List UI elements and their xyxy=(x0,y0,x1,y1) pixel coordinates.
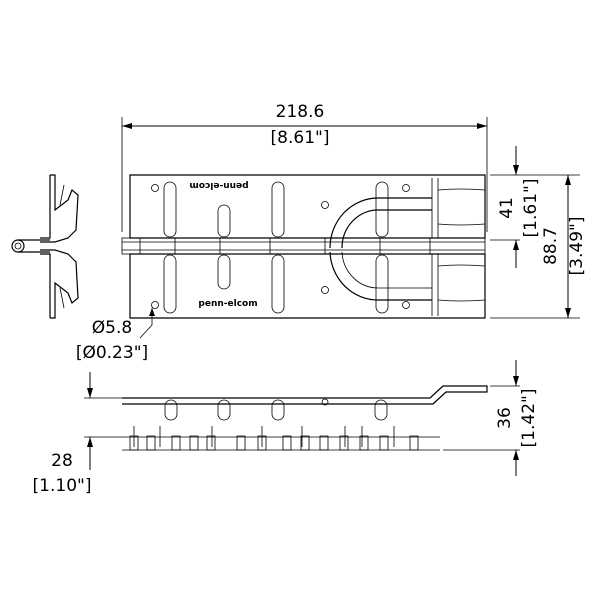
mounting-hole xyxy=(402,184,410,192)
front-view xyxy=(122,385,488,451)
side-profile-view xyxy=(11,174,79,319)
hinge-knuckles xyxy=(139,238,431,254)
dimension-side-height: 36 [1.42"] xyxy=(443,360,539,476)
dimension-half-height: 41 [1.61"] xyxy=(490,146,541,268)
dimension-height: 88.7 [3.49"] xyxy=(490,174,587,319)
d-ring-handle xyxy=(329,197,432,301)
width-in: [8.61"] xyxy=(271,128,330,148)
height-mm: 88.7 xyxy=(541,227,561,265)
front-ribs xyxy=(164,399,388,421)
mounting-hole xyxy=(321,201,329,209)
side-height-mm: 36 xyxy=(495,407,515,429)
mounting-hole xyxy=(321,286,329,294)
hole-mm: Ø5.8 xyxy=(92,318,132,338)
emboss-logo-bottom: penn-elcom xyxy=(198,299,257,309)
mounting-hole xyxy=(151,301,159,309)
hinge-pins xyxy=(129,426,419,451)
thickness-in: [1.10"] xyxy=(33,476,92,496)
half-height-in: [1.61"] xyxy=(521,179,541,238)
mounting-hole xyxy=(402,301,410,309)
hole-in: [Ø0.23"] xyxy=(76,343,148,363)
dimension-width: 218.6 [8.61"] xyxy=(121,102,488,232)
mounting-hole xyxy=(151,184,159,192)
thickness-mm: 28 xyxy=(51,451,73,471)
dimension-hole: Ø5.8 [Ø0.23"] xyxy=(76,308,155,363)
front-hole xyxy=(321,398,329,406)
emboss-logo-top: penn-elcom xyxy=(189,180,248,190)
width-mm: 218.6 xyxy=(276,102,325,122)
side-height-in: [1.42"] xyxy=(519,389,539,448)
plan-view: penn-elcom penn-elcom xyxy=(121,174,486,319)
flange-end xyxy=(431,178,486,316)
height-in: [3.49"] xyxy=(567,217,587,276)
half-height-mm: 41 xyxy=(497,197,517,219)
dimension-thickness: 28 [1.10"] xyxy=(33,372,122,496)
